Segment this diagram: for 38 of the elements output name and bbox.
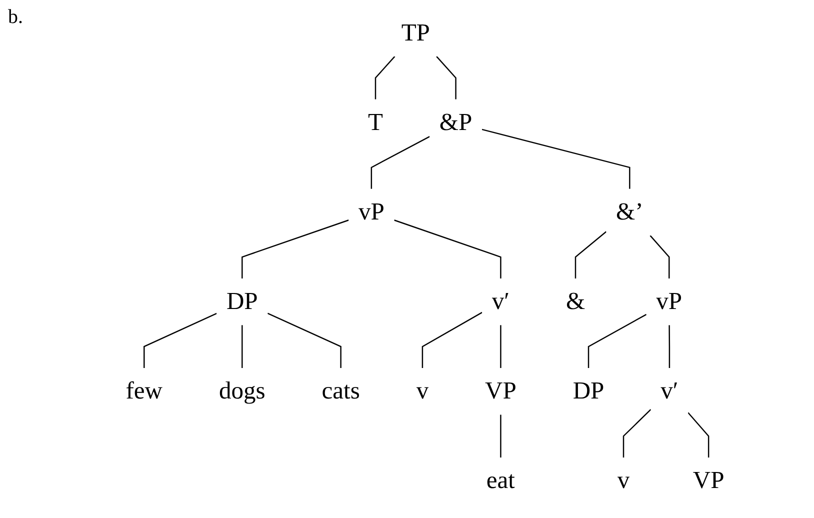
connector (394, 220, 502, 278)
connector (242, 220, 349, 278)
node-text: VP (692, 467, 724, 494)
node-text: v′ (492, 288, 510, 316)
connector (588, 314, 647, 368)
node-text: eat (486, 467, 516, 494)
connector (500, 325, 502, 368)
node-text: v′ (660, 378, 678, 405)
panel-label: b. (8, 6, 23, 29)
connector (436, 56, 456, 100)
node-text: vP (358, 198, 384, 226)
node-text: cats (322, 378, 360, 405)
connector (574, 231, 607, 278)
connector (688, 412, 710, 458)
connector (622, 409, 652, 458)
node-text: few (126, 378, 163, 405)
node-text: TP (401, 20, 430, 47)
node-text: & (566, 288, 586, 316)
node-text: &P (439, 109, 472, 136)
node-text: T (368, 109, 383, 136)
node-text: v (617, 467, 630, 494)
node-text: dogs (218, 378, 266, 405)
connector (482, 128, 630, 189)
node-text: &’ (616, 198, 644, 226)
node-text: vP (656, 288, 682, 316)
connector (144, 312, 217, 368)
connector (242, 325, 243, 368)
node-text: DP (572, 378, 604, 405)
node-text: VP (485, 378, 516, 405)
connector (370, 136, 430, 189)
connector (267, 312, 342, 368)
node-text: DP (226, 288, 258, 316)
node-text: v (416, 378, 429, 405)
connector (668, 325, 670, 368)
connector (650, 235, 670, 278)
connector (374, 56, 396, 100)
connector (422, 312, 482, 368)
connector (500, 414, 502, 458)
